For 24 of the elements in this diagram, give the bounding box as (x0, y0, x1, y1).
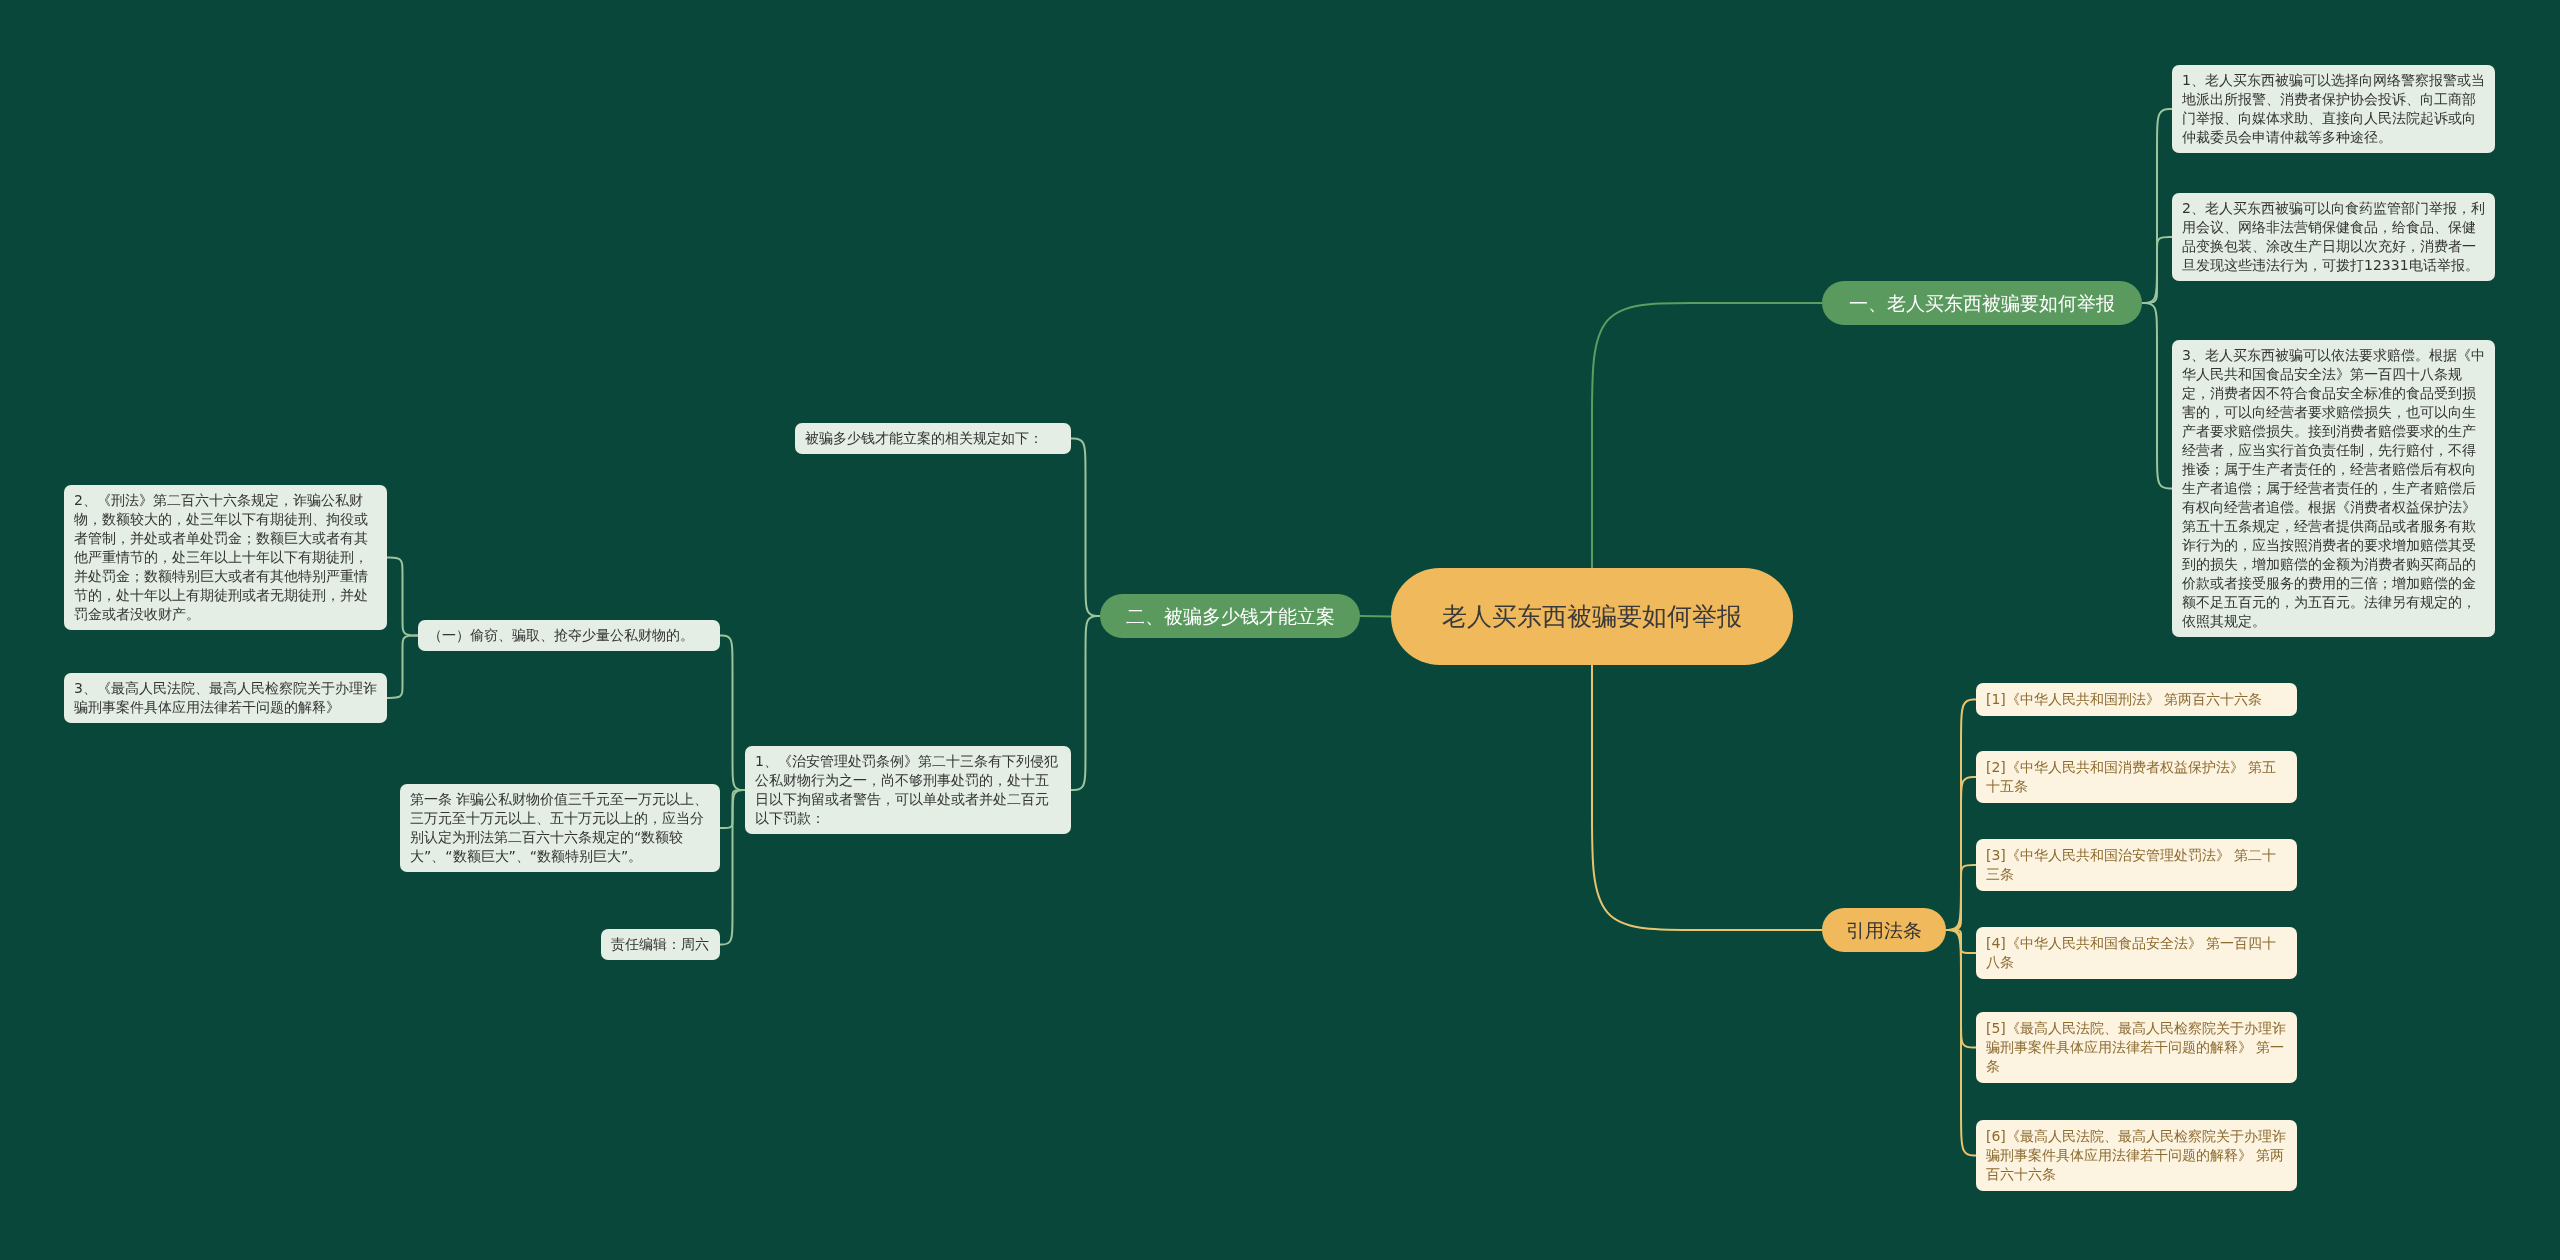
topic-card: 责任编辑：周六 (601, 929, 720, 960)
branch-topic: 一、老人买东西被骗要如何举报 (1822, 281, 2142, 325)
connector-line (1359, 615, 1392, 618)
citation-card: [6]《最高人民法院、最高人民检察院关于办理诈骗刑事案件具体应用法律若干问题的解释》 第两百六十六条 (1976, 1120, 2297, 1191)
topic-card: 3、《最高人民法院、最高人民检察院关于办理诈骗刑事案件具体应用法律若干问题的解释》 (64, 673, 387, 723)
topic-card: 被骗多少钱才能立案的相关规定如下： (795, 423, 1071, 454)
topic-card: 1、《治安管理处罚条例》第二十三条有下列侵犯公私财物行为之一，尚不够刑事处罚的，处十五日以下拘留或者警告，可以单处或者并处二百元以下罚款： (745, 746, 1071, 834)
central-topic: 老人买东西被骗要如何举报 (1391, 568, 1793, 665)
topic-card: 第一条 诈骗公私财物价值三千元至一万元以上、三万元至十万元以上、五十万元以上的，应当分别认定为刑法第二百六十六条规定的“数额较大”、“数额巨大”、“数额特别巨大”。 (400, 784, 720, 872)
topic-card: 2、老人买东西被骗可以向食药监管部门举报，利用会议、网络非法营销保健食品，给食品、保健品变换包装、涂改生产日期以次充好，消费者一旦发现这些违法行为，可拨打12331电话举报。 (2172, 193, 2495, 281)
citation-card: [5]《最高人民法院、最高人民检察院关于办理诈骗刑事案件具体应用法律若干问题的解释》 第一条 (1976, 1012, 2297, 1083)
branch-topic: 引用法条 (1822, 908, 1946, 952)
topic-card: 3、老人买东西被骗可以依法要求赔偿。根据《中华人民共和国食品安全法》第一百四十八条规定，消费者因不符合食品安全标准的食品受到损害的，可以向经营者要求赔偿损失，也可以向生产者要求赔偿损失。接到消费者赔偿要求的生产经营者，应当实行首负责任制，先行赔付，不得推诿；属于生产者责任的，经营者赔偿后有权向生产者追偿；属于经营者责任的，生产者赔偿后有权向经营者追偿。根据《消费者权益保护法》第五十五条规定，经营者提供商品或者服务有欺诈行为的，应当按照消费者的要求增加赔偿其受到的损失，增加赔偿的金额为消费者购买商品的价款或者接受服务的费用的三倍；增加赔偿的金额不足五百元的，为五百元。法律另有规定的，依照其规定。 (2172, 340, 2495, 637)
citation-card: [2]《中华人民共和国消费者权益保护法》 第五十五条 (1976, 751, 2297, 803)
connector-line (1591, 664, 1823, 931)
connector-line (1591, 302, 1823, 569)
citation-card: [3]《中华人民共和国治安管理处罚法》 第二十三条 (1976, 839, 2297, 891)
topic-card: （一）偷窃、骗取、抢夺少量公私财物的。 (418, 620, 720, 651)
citation-card: [1]《中华人民共和国刑法》 第两百六十六条 (1976, 683, 2297, 716)
topic-card: 2、《刑法》第二百六十六条规定，诈骗公私财物，数额较大的，处三年以下有期徒刑、拘役或者管制，并处或者单处罚金；数额巨大或者有其他严重情节的，处三年以上十年以下有期徒刑，并处罚金；数额特别巨大或者有其他特别严重情节的，处十年以上有期徒刑或者无期徒刑，并处罚金或者没收财产。 (64, 485, 387, 630)
connector-line (386, 634, 419, 699)
topic-card: 1、老人买东西被骗可以选择向网络警察报警或当地派出所报警、消费者保护协会投诉、向工商部门举报、向媒体求助、直接向人民法院起诉或向仲裁委员会申请仲裁等多种途径。 (2172, 65, 2495, 153)
citation-card: [4]《中华人民共和国食品安全法》 第一百四十八条 (1976, 927, 2297, 979)
branch-topic: 二、被骗多少钱才能立案 (1100, 594, 1360, 638)
